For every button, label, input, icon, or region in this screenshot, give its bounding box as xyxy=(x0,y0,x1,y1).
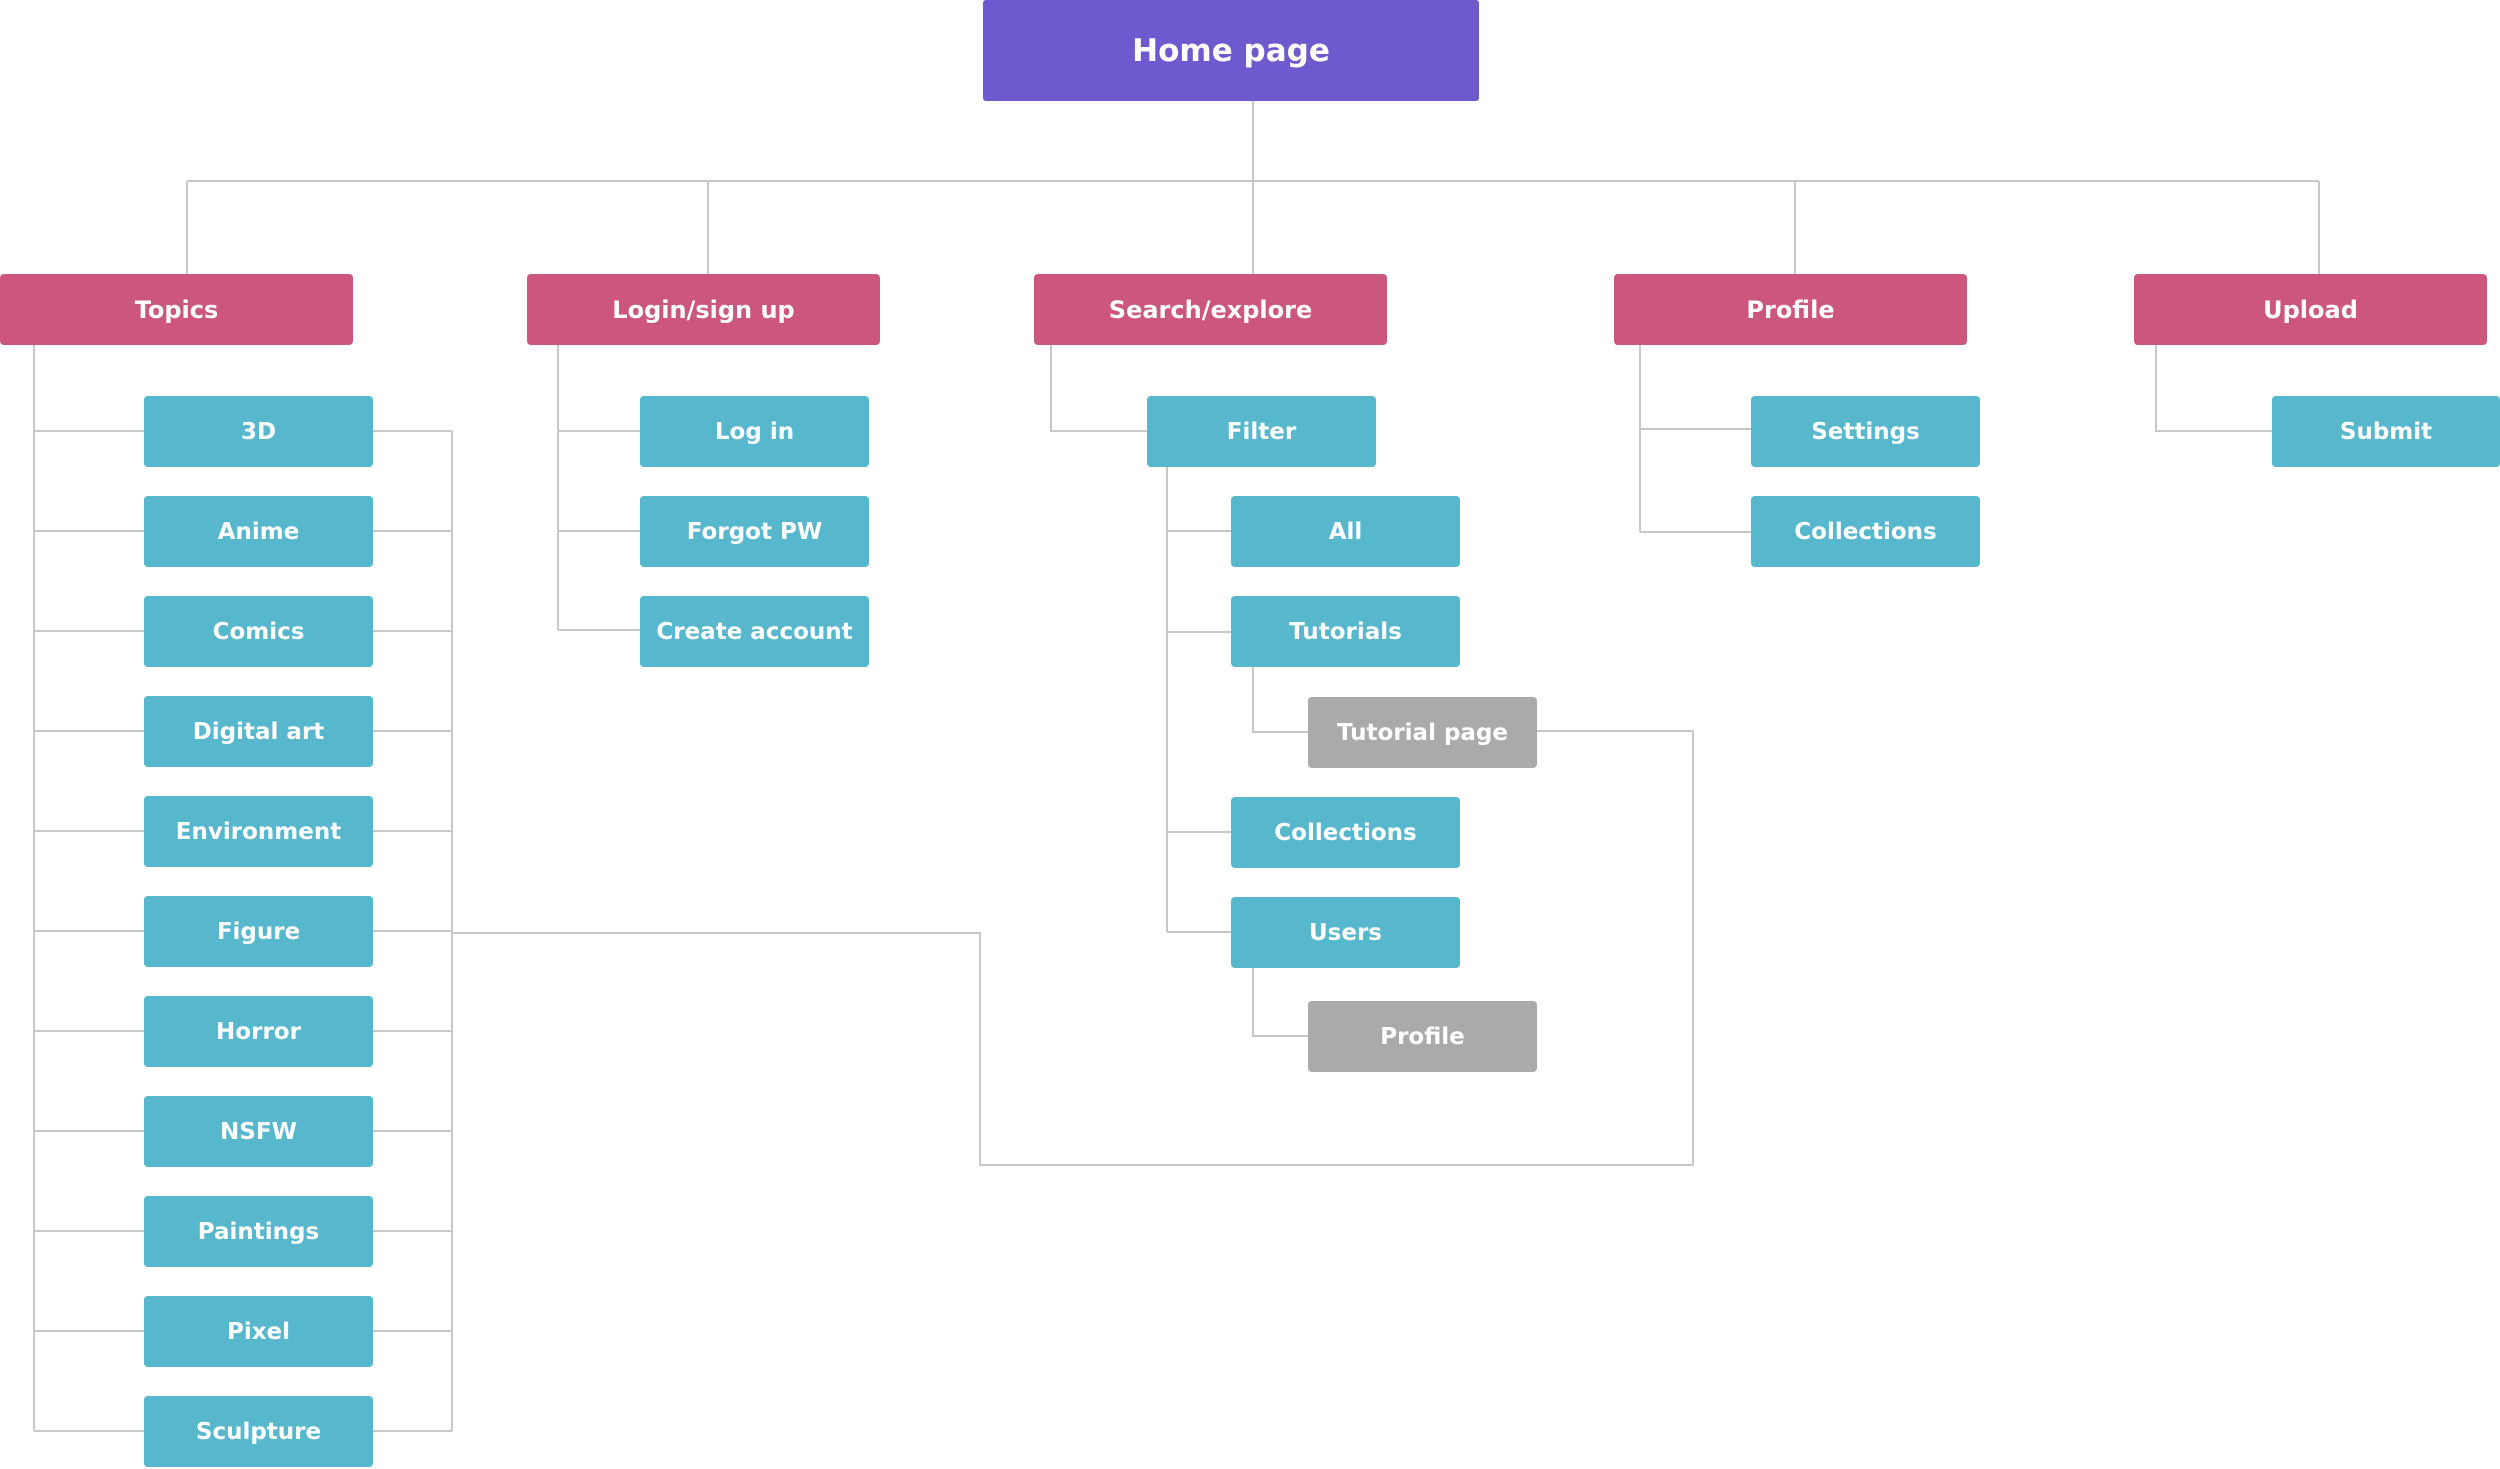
node-topic-comics: Comics xyxy=(144,596,373,667)
node-topic-paintings: Paintings xyxy=(144,1196,373,1267)
node-topic-3d: 3D xyxy=(144,396,373,467)
node-topic-pixel: Pixel xyxy=(144,1296,373,1367)
node-profile-collections: Collections xyxy=(1751,496,1980,567)
connector-tutorials-page xyxy=(1252,667,1308,733)
node-submit: Submit xyxy=(2272,396,2500,467)
node-forgot-pw: Forgot PW xyxy=(640,496,869,567)
node-filter: Filter xyxy=(1147,396,1376,467)
node-settings: Settings xyxy=(1751,396,1980,467)
node-topic-digital-art: Digital art xyxy=(144,696,373,767)
section-login-sign-up: Login/sign up xyxy=(527,274,880,345)
connector-upload-submit xyxy=(2155,345,2272,432)
node-topic-environment: Environment xyxy=(144,796,373,867)
section-upload: Upload xyxy=(2134,274,2487,345)
node-topic-anime: Anime xyxy=(144,496,373,567)
node-create-account: Create account xyxy=(640,596,869,667)
node-topic-nsfw: NSFW xyxy=(144,1096,373,1167)
section-topics: Topics xyxy=(0,274,353,345)
connector-search-filter xyxy=(1050,345,1147,432)
node-filter-users: Users xyxy=(1231,897,1460,968)
node-filter-tutorials: Tutorials xyxy=(1231,596,1460,667)
node-filter-collections: Collections xyxy=(1231,797,1460,868)
node-log-in: Log in xyxy=(640,396,869,467)
connector-users-profile xyxy=(1252,968,1308,1037)
node-home-page: Home page xyxy=(983,0,1479,101)
section-profile: Profile xyxy=(1614,274,1967,345)
node-topic-horror: Horror xyxy=(144,996,373,1067)
node-topic-figure: Figure xyxy=(144,896,373,967)
connector-figure-tutorial-link xyxy=(452,730,1694,1166)
node-filter-all: All xyxy=(1231,496,1460,567)
node-topic-sculpture: Sculpture xyxy=(144,1396,373,1467)
node-tutorial-page: Tutorial page xyxy=(1308,697,1537,768)
section-search-explore: Search/explore xyxy=(1034,274,1387,345)
node-user-profile: Profile xyxy=(1308,1001,1537,1072)
